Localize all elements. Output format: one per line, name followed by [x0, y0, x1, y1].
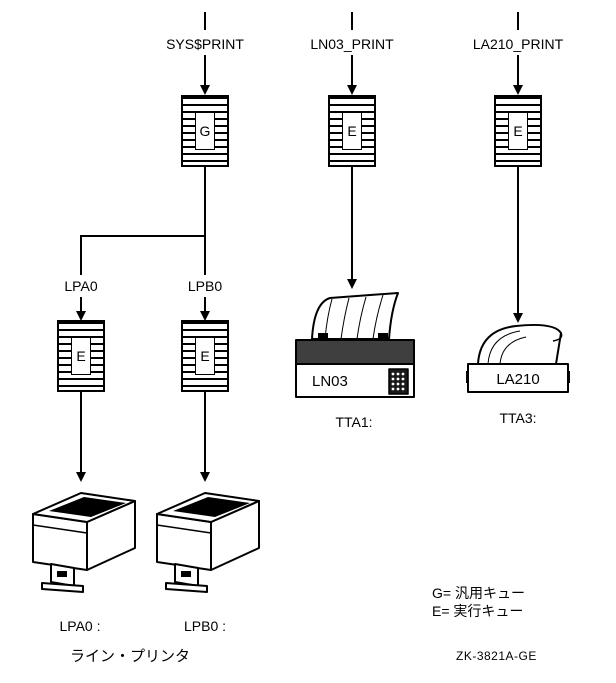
queue-name-la210-print: LA210_PRINT	[472, 36, 564, 52]
arrow-down-icon	[513, 313, 523, 323]
printer-model-label: LN03	[312, 373, 348, 390]
arrow-down-icon	[347, 279, 357, 289]
legend-generic-queue: G= 汎用キュー	[432, 585, 525, 601]
connector-line	[204, 167, 206, 237]
arrow-down-icon	[76, 472, 86, 482]
device-label-lpa0: LPA0 :	[59, 618, 101, 634]
queue-type-letter: E	[71, 337, 91, 375]
line-printer-illustration	[32, 492, 136, 593]
connector-line	[351, 167, 353, 279]
device-label-lpb0: LPB0 :	[183, 618, 227, 634]
queue-box-generic: G	[181, 95, 229, 167]
arrow-down-icon	[513, 85, 523, 95]
queue-name-lpb0: LPB0	[187, 278, 223, 294]
arrow-down-icon	[200, 472, 210, 482]
ln03-printer-illustration: LN03	[295, 292, 415, 398]
arrow-down-icon	[76, 311, 86, 321]
queue-box-lpb0: E	[181, 320, 229, 392]
connector-line	[517, 55, 519, 85]
queue-box-lpa0: E	[57, 320, 105, 392]
queue-type-letter: E	[508, 112, 528, 150]
figure-id: ZK-3821A-GE	[456, 649, 537, 663]
connector-line	[204, 297, 206, 311]
arrow-down-icon	[347, 85, 357, 95]
connector-line	[204, 235, 206, 275]
legend-execution-queue: E= 実行キュー	[432, 603, 524, 619]
connector-line	[80, 297, 82, 311]
device-port-tta3: TTA3:	[499, 410, 537, 426]
queue-type-letter: E	[195, 337, 215, 375]
arrow-down-icon	[200, 85, 210, 95]
connector-line	[204, 55, 206, 85]
connector-line	[351, 12, 353, 30]
queue-box-ln03: E	[328, 95, 376, 167]
connector-line	[80, 392, 82, 472]
queue-type-letter: G	[195, 112, 215, 150]
connector-line	[517, 12, 519, 30]
printer-model-label: LA210	[496, 371, 539, 388]
connector-line	[351, 55, 353, 85]
queue-box-la210: E	[494, 95, 542, 167]
queue-name-sys-print: SYS$PRINT	[166, 36, 244, 52]
queue-name-lpa0: LPA0	[64, 278, 98, 294]
connector-line	[204, 12, 206, 30]
queue-type-letter: E	[342, 112, 362, 150]
line-printer-illustration	[156, 492, 260, 593]
connector-line	[80, 235, 82, 275]
connector-line	[80, 235, 206, 237]
device-port-tta1: TTA1:	[335, 414, 373, 430]
connector-line	[204, 392, 206, 472]
queue-name-ln03-print: LN03_PRINT	[310, 36, 394, 52]
arrow-down-icon	[200, 311, 210, 321]
la210-printer-illustration: LA210	[466, 323, 570, 393]
connector-line	[517, 167, 519, 313]
line-printer-caption: ライン・プリンタ	[69, 648, 191, 665]
